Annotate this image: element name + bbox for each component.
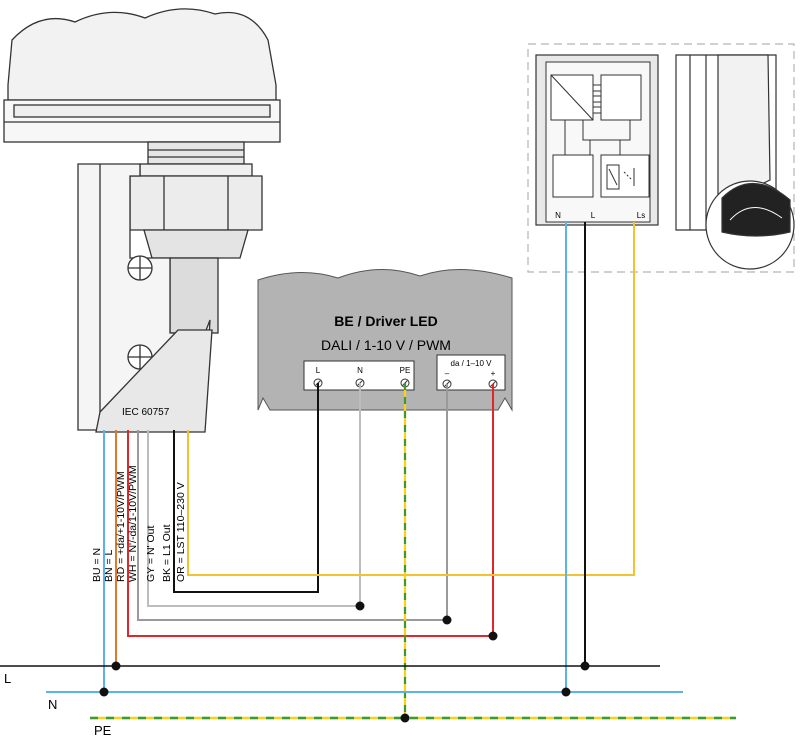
junction-dot	[580, 661, 590, 671]
wire-white	[137, 384, 448, 621]
logic-block	[600, 74, 642, 121]
screw-icon	[127, 255, 153, 281]
wire-label-wh: WH = N'/-da/1-10V/PWM	[127, 465, 139, 582]
bus-label-n: N	[48, 697, 57, 712]
wire-label-bn: BN = L	[103, 549, 115, 582]
relay-block	[600, 154, 650, 198]
bus-label-l: L	[4, 671, 11, 686]
junction-dot	[442, 615, 452, 625]
sensor-housing	[3, 8, 281, 431]
module-dashed-frame	[527, 43, 795, 273]
wire-grey	[147, 383, 361, 607]
power-block	[552, 154, 594, 198]
bus-label-pe: PE	[94, 723, 112, 738]
driver-terminal-pe-label: PE	[400, 366, 411, 375]
module-terminal-n-label: N	[555, 211, 561, 220]
relay-icon	[606, 164, 635, 190]
junction-dot	[99, 687, 109, 697]
wire-label-rd: RD = +da/+1-10V/PWM	[115, 471, 127, 582]
wire-label-bk: BK = L1 Out	[161, 524, 173, 582]
driver-terminal-n-label: N	[357, 366, 363, 375]
junction-dot	[561, 687, 571, 697]
driver-control-plus-label: +	[491, 369, 496, 378]
driver-control-label: da / 1–10 V	[451, 359, 493, 368]
junction-dot	[400, 713, 410, 723]
cable-sleeve	[95, 329, 213, 433]
junction-dot	[488, 631, 498, 641]
driver-subtitle: DALI / 1-10 V / PWM	[321, 337, 451, 353]
wire-orange	[187, 222, 635, 576]
motion-sensor-side-view	[675, 54, 795, 270]
wire-black	[173, 383, 319, 593]
wire-label-bu: BU = N	[91, 548, 103, 582]
driver-control-minus-label: –	[445, 369, 450, 378]
wire-label-or: OR = LST 110–230 V	[175, 482, 187, 582]
wire-red	[127, 384, 494, 637]
driver-title: BE / Driver LED	[334, 313, 437, 329]
sensor-standard-label: IEC 60757	[122, 407, 170, 418]
junction-dot	[111, 661, 121, 671]
driver-terminal-l-label: L	[316, 366, 321, 375]
module-terminal-ls-label: Ls	[637, 211, 645, 220]
module-terminal-l-label: L	[591, 211, 596, 220]
junction-dot	[355, 601, 365, 611]
wire-label-gy: GY = N' Out	[145, 526, 157, 582]
